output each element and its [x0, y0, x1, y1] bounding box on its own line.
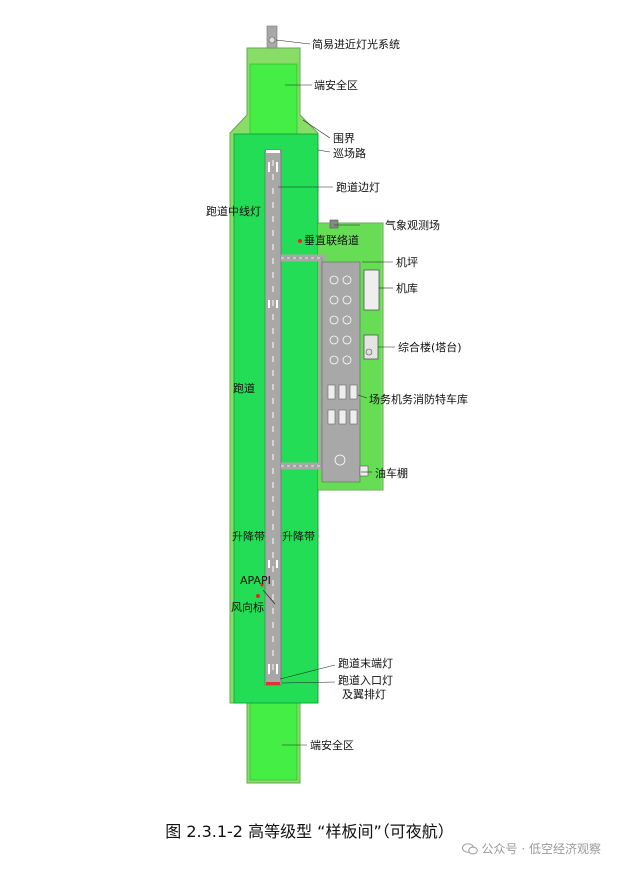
- papi-marker: [260, 583, 264, 587]
- airfield-layout-diagram: 简易进近灯光系统 端安全区 围界 巡场路 跑道边灯 跑道中线灯 气象观测场 垂直…: [206, 25, 468, 784]
- label-hangar: 机库: [396, 281, 418, 295]
- watermark-text: 公众号 · 低空经济观察: [481, 842, 601, 856]
- label-fire-garage: 场务机务消防特车库: [369, 392, 468, 406]
- label-patrol-road: 巡场路: [333, 146, 366, 160]
- label-complex-building: 综合楼(塔台): [398, 340, 462, 354]
- label-papi: APAPI: [240, 574, 271, 587]
- end-safety-area-bottom: [249, 702, 298, 781]
- wechat-icon: [461, 842, 478, 854]
- label-runway-end-lights: 跑道末端灯: [338, 656, 393, 670]
- figure-caption: 图 2.3.1-2 高等级型 “样板间”（可夜航）: [165, 822, 454, 841]
- label-fence: 围界: [333, 132, 355, 145]
- end-safety-area-top: [249, 63, 298, 135]
- fuel-shed: [359, 465, 369, 477]
- label-threshold-lights-2: 及翼排灯: [342, 687, 386, 701]
- label-landing-pad-left: 升降带: [232, 529, 265, 543]
- label-end-safety-top: 端安全区: [314, 78, 358, 92]
- label-runway-edge-lights: 跑道边灯: [336, 180, 380, 194]
- label-vertical-taxiway: 垂直联络道: [304, 233, 359, 247]
- label-apron: 机坪: [396, 255, 418, 269]
- label-end-safety-bottom: 端安全区: [310, 738, 354, 752]
- vertical-taxiway-marker: [298, 239, 302, 243]
- label-approach-lights: 简易进近灯光系统: [312, 37, 400, 51]
- watermark: 公众号 · 低空经济观察: [461, 840, 601, 857]
- windsock-marker: [256, 594, 260, 598]
- hangar-building: [363, 269, 380, 311]
- apron-pavement: [321, 261, 361, 483]
- label-landing-pad-right: 升降带: [282, 529, 315, 543]
- label-windsock: 风向标: [231, 600, 264, 614]
- weather-station: [329, 219, 339, 229]
- label-threshold-lights-1: 跑道入口灯: [338, 673, 393, 687]
- label-weather-station: 气象观测场: [385, 218, 440, 232]
- complex-building: [363, 334, 379, 360]
- label-fuel-shed: 油车棚: [375, 466, 408, 480]
- label-runway-centerline-lights: 跑道中线灯: [206, 204, 261, 218]
- label-runway: 跑道: [233, 381, 255, 395]
